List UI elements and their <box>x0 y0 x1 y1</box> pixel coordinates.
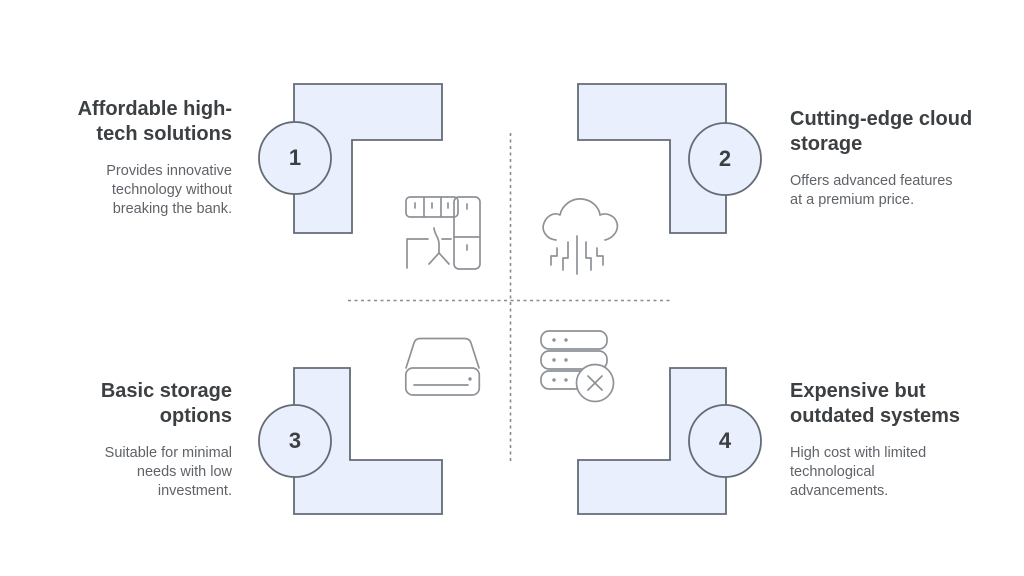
quadrant-4-title: Expensive but outdated systems <box>790 380 961 427</box>
l-shape-quadrant-1 <box>293 83 443 234</box>
l-shape-quadrant-3 <box>293 367 443 515</box>
quadrant-2-description: Offers advanced features at a premium pr… <box>790 173 953 208</box>
quadrant-1-number: 1 <box>288 145 302 170</box>
quadrant-4-number: 4 <box>718 428 732 453</box>
l-shape-quadrant-4 <box>577 367 727 515</box>
cloud-computing-icon <box>542 198 619 275</box>
quadrant-4-text: Expensive but outdated systems High cost… <box>790 379 1024 501</box>
l-shape-quadrant-2 <box>577 83 727 234</box>
quadrant-3-text: Basic storage options Suitable for minim… <box>32 379 232 501</box>
office-workstation-icon <box>405 196 481 270</box>
quadrant-1-text: Affordable high- tech solutions Provides… <box>32 97 232 219</box>
server-error-icon <box>540 330 615 403</box>
quadrant-2-text: Cutting-edge cloud storage Offers advanc… <box>790 107 1024 210</box>
quadrant-3-number: 3 <box>288 428 302 453</box>
number-circle-4 <box>688 404 762 478</box>
quadrant-1-description: Provides innovative technology without b… <box>106 163 232 217</box>
quadrant-2-number: 2 <box>718 146 732 171</box>
number-circle-3 <box>258 404 332 478</box>
number-circle-2 <box>688 122 762 196</box>
hard-drive-icon <box>404 337 481 396</box>
number-circle-1 <box>258 121 332 195</box>
quadrant-4-description: High cost with limited technological adv… <box>790 445 927 499</box>
quadrant-3-description: Suitable for minimal needs with low inve… <box>104 445 232 499</box>
quadrant-3-title: Basic storage options <box>100 380 232 427</box>
quadrant-1-title: Affordable high- tech solutions <box>77 98 232 145</box>
quadrant-2-title: Cutting-edge cloud storage <box>790 108 973 155</box>
